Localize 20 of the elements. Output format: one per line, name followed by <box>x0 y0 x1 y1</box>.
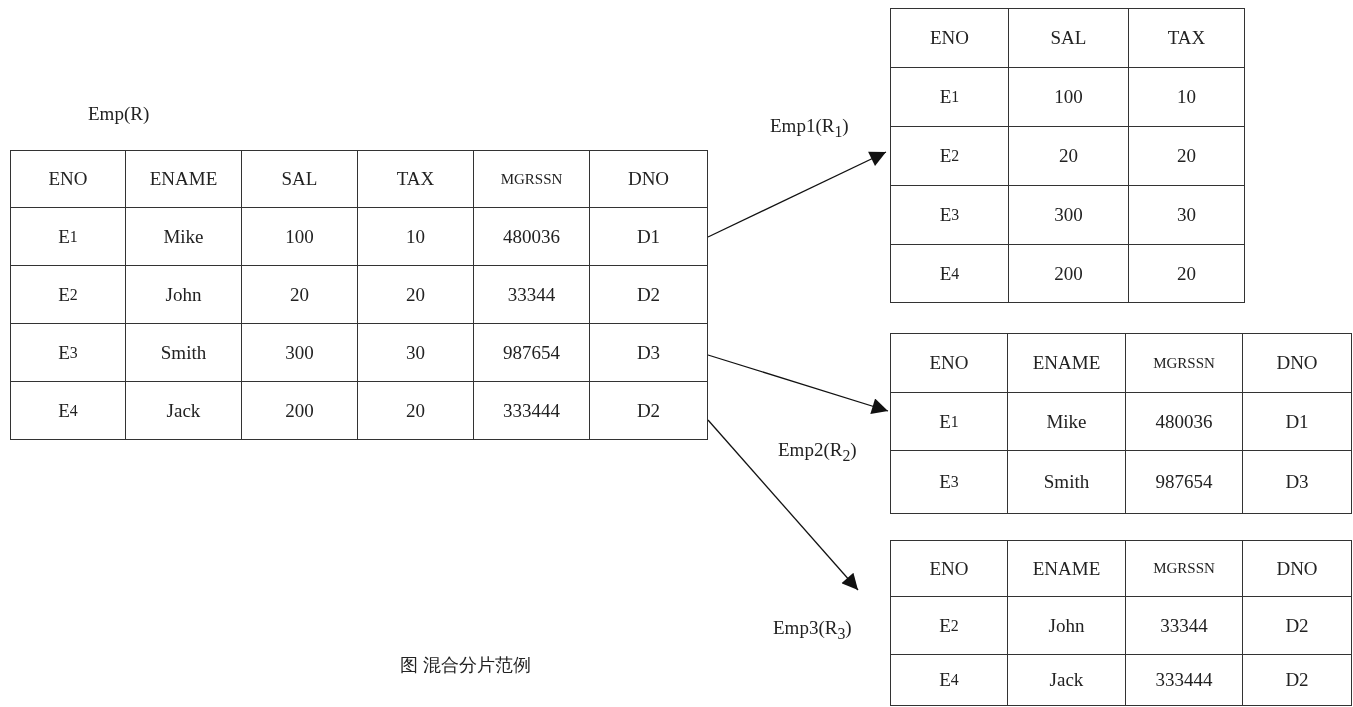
table-title: Emp3(R$_{3}$) <box>773 616 852 640</box>
header-cell: ENO <box>10 150 126 208</box>
arrow <box>707 354 889 414</box>
header-cell: ENO <box>890 8 1009 68</box>
header-cell: ENO <box>890 333 1008 393</box>
figure-caption: 图 混合分片范例 <box>400 654 531 677</box>
arrow <box>707 419 859 591</box>
header-cell: DNO <box>589 150 708 208</box>
table-cell: D2 <box>1242 654 1352 706</box>
table-cell: D2 <box>589 381 708 440</box>
arrow <box>707 151 887 238</box>
table-cell: 20 <box>1128 244 1245 303</box>
table-cell: D3 <box>1242 450 1352 514</box>
header-cell: ENO <box>890 540 1008 597</box>
header-cell: DNO <box>1242 333 1352 393</box>
table-title: Emp2(R$_{2}$) <box>778 438 857 462</box>
table-title: Emp1(R$_{1}$) <box>770 114 849 138</box>
header-cell: DNO <box>1242 540 1352 597</box>
table-title: Emp(R) <box>88 102 150 126</box>
header-cell: TAX <box>1128 8 1245 68</box>
